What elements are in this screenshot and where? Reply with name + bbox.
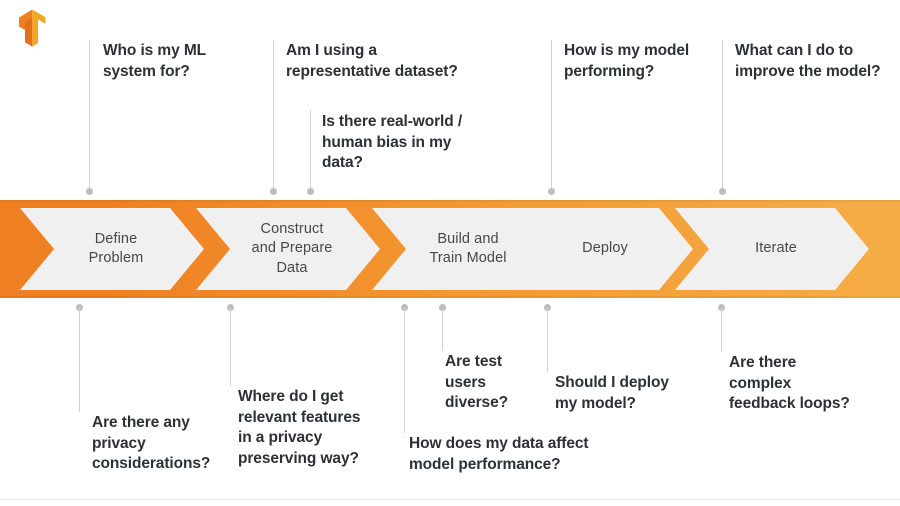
connector-dot-top-3 bbox=[307, 188, 314, 195]
connector-line-top-3 bbox=[310, 110, 311, 191]
callout-bottom-should-i-deploy-my-model: Should I deploy my model? bbox=[555, 374, 669, 412]
connector-line-top-1 bbox=[89, 40, 90, 191]
pipeline-stage-label: Define Problem bbox=[88, 230, 144, 266]
callout-top-who-is-my-ml-system-for: Who is my ML system for? bbox=[103, 42, 206, 80]
connector-dot-bottom-2 bbox=[227, 304, 234, 311]
connector-dot-bottom-4 bbox=[439, 304, 446, 311]
callout-bottom-are-there-complex-feedback-loops: Are there complex feedback loops? bbox=[729, 354, 850, 413]
connector-dot-bottom-3 bbox=[401, 304, 408, 311]
pipeline-band-bottom-edge bbox=[0, 296, 900, 298]
connector-dot-top-1 bbox=[86, 188, 93, 195]
pipeline-stage-label: Deploy bbox=[582, 240, 628, 257]
pipeline-stage-define-problem[interactable]: Define Problem bbox=[20, 208, 204, 290]
footer-divider bbox=[0, 499, 900, 500]
callout-top-is-there-real-world-human-bias-in-my-data: Is there real-world / human bias in my d… bbox=[322, 113, 463, 172]
callout-top-how-is-my-model-performing: How is my model performing? bbox=[564, 42, 690, 80]
connector-dot-bottom-6 bbox=[718, 304, 725, 311]
callout-bottom-how-does-my-data-affect-model-performance: How does my data affect model performanc… bbox=[409, 435, 589, 473]
callout-bottom-where-do-i-get-relevant-features-in-a-privacy-preserving-way: Where do I get relevant features in a pr… bbox=[238, 388, 361, 467]
connector-line-top-2 bbox=[273, 40, 274, 191]
connector-line-top-4 bbox=[551, 40, 552, 191]
connector-dot-bottom-5 bbox=[544, 304, 551, 311]
connector-line-bottom-5 bbox=[547, 308, 548, 372]
callout-top-am-i-using-a-representative-dataset: Am I using a representative dataset? bbox=[286, 42, 458, 80]
pipeline-stage-label: Iterate bbox=[755, 240, 797, 257]
connector-line-bottom-1 bbox=[79, 308, 80, 412]
connector-line-bottom-4 bbox=[442, 308, 443, 351]
callout-bottom-are-there-any-privacy-considerations: Are there any privacy considerations? bbox=[92, 414, 211, 473]
tensorflow-logo bbox=[14, 8, 50, 48]
pipeline-band-top-edge bbox=[0, 200, 900, 202]
pipeline-stage-label: Construct and Prepare Data bbox=[251, 221, 333, 276]
connector-line-bottom-2 bbox=[230, 308, 231, 386]
connector-dot-top-4 bbox=[548, 188, 555, 195]
connector-dot-bottom-1 bbox=[76, 304, 83, 311]
connector-line-top-5 bbox=[722, 40, 723, 191]
connector-line-bottom-6 bbox=[721, 308, 722, 352]
connector-dot-top-2 bbox=[270, 188, 277, 195]
connector-dot-top-5 bbox=[719, 188, 726, 195]
callout-top-what-can-i-do-to-improve-the-model: What can I do to improve the model? bbox=[735, 42, 881, 80]
connector-line-bottom-3 bbox=[404, 308, 405, 433]
pipeline-stage-label: Build and Train Model bbox=[429, 230, 507, 266]
callout-bottom-are-test-users-diverse: Are test users diverse? bbox=[445, 353, 508, 412]
